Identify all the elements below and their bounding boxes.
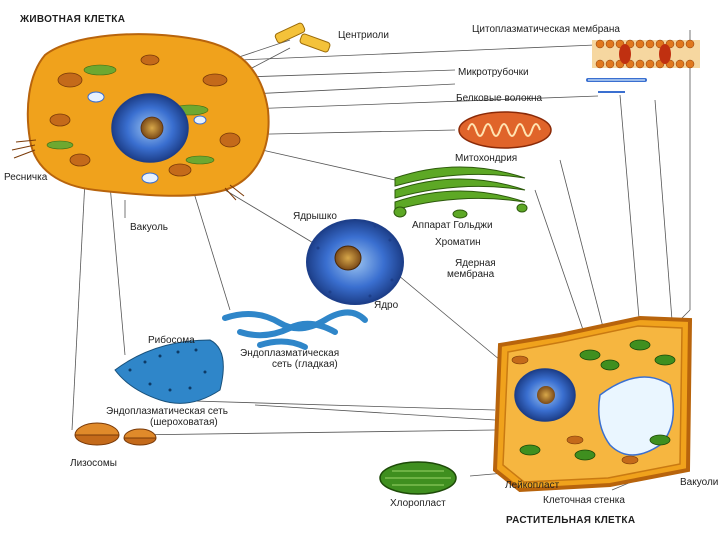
nucleus-label: Ядро bbox=[374, 300, 398, 311]
golgi-drawing bbox=[394, 167, 527, 218]
plant-cell-title: РАСТИТЕЛЬНАЯ КЛЕТКА bbox=[506, 515, 635, 526]
leucoplast-label: Лейкопласт bbox=[505, 480, 559, 491]
smooth-er-drawing bbox=[225, 313, 365, 348]
protein-fibers-label: Белковые волокна bbox=[456, 93, 542, 104]
cilium-label: Ресничка bbox=[4, 172, 47, 183]
animal-cell-title: ЖИВОТНАЯ КЛЕТКА bbox=[20, 14, 125, 25]
cell-wall-label: Клеточная стенка bbox=[543, 495, 625, 506]
vacuoles-label: Вакуоли bbox=[680, 477, 718, 488]
nucleolus-label: Ядрышко bbox=[293, 211, 337, 222]
smooth-er-label-1: Эндоплазматическая bbox=[240, 348, 339, 359]
rough-er-label-2: (шероховатая) bbox=[150, 417, 218, 428]
centrioles-drawing bbox=[274, 22, 331, 53]
membrane-drawing bbox=[592, 40, 700, 68]
nuclear-membrane-label-1: Ядерная bbox=[455, 258, 496, 269]
rough-er-drawing bbox=[115, 340, 223, 403]
nuclear-membrane-label-2: мембрана bbox=[447, 269, 494, 280]
microtubules-drawing bbox=[588, 80, 645, 92]
rough-er-label-1: Эндоплазматическая сеть bbox=[106, 406, 228, 417]
chromatin-label: Хроматин bbox=[435, 237, 481, 248]
plant-cell bbox=[495, 318, 690, 490]
nucleus-drawing bbox=[307, 220, 403, 304]
lysosomes-label: Лизосомы bbox=[70, 458, 117, 469]
microtubules-label: Микротрубочки bbox=[458, 67, 529, 78]
cytoplasmic-membrane-label: Цитоплазматическая мембрана bbox=[472, 24, 620, 35]
chloroplast-label: Хлоропласт bbox=[390, 498, 446, 509]
smooth-er-label-2: сеть (гладкая) bbox=[272, 359, 338, 370]
ribosome-label: Рибосома bbox=[148, 335, 195, 346]
lysosomes-drawing bbox=[75, 423, 156, 445]
mitochondria-label: Митохондрия bbox=[455, 153, 517, 164]
animal-cell bbox=[12, 34, 269, 200]
mitochondrion-drawing bbox=[459, 112, 551, 148]
centrioles-label: Центриоли bbox=[338, 30, 389, 41]
golgi-label: Аппарат Гольджи bbox=[412, 220, 493, 231]
vacuole-label: Вакуоль bbox=[130, 222, 168, 233]
chloroplast-drawing bbox=[380, 462, 456, 494]
